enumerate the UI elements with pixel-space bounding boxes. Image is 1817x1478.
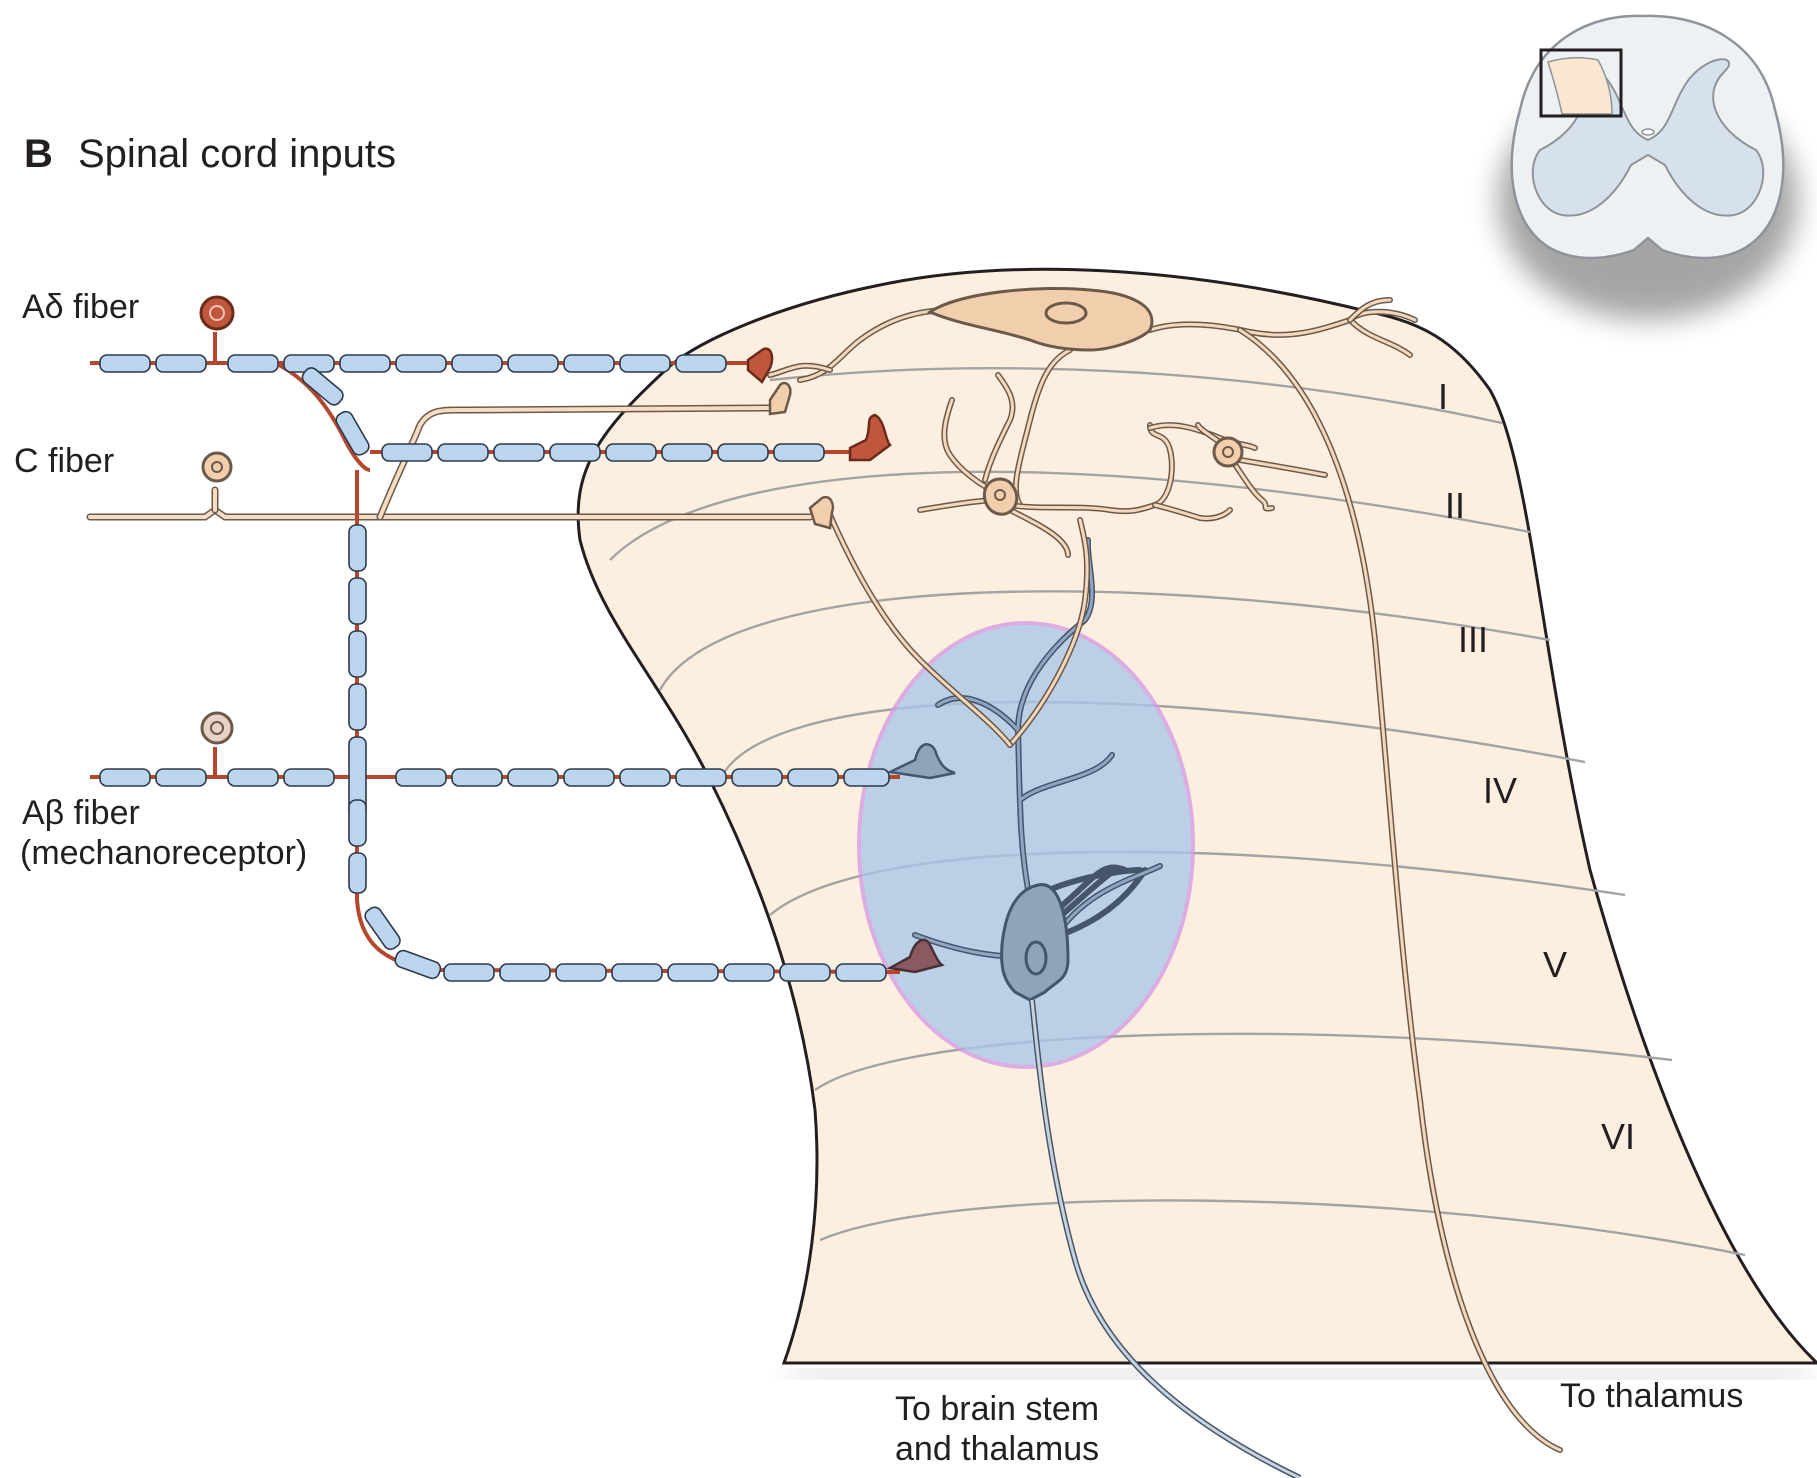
lamina-label-iv: IV — [1483, 770, 1517, 811]
panel-title: Spinal cord inputs — [78, 132, 396, 176]
inset-central-canal — [1642, 129, 1654, 135]
a-delta-fiber-label: Aδ fiber — [22, 288, 139, 326]
c-fiber-cell-body — [203, 453, 231, 481]
thalamus-destination-label: To thalamus — [1560, 1377, 1743, 1415]
c-fiber-label: C fiber — [14, 442, 114, 480]
dorsal-horn — [578, 269, 1817, 1378]
lamina-ii-small-neuron-soma — [1214, 438, 1242, 466]
lamina-ii-interneuron-soma — [984, 479, 1016, 514]
a-beta-fiber-label: Aβ fiber — [22, 794, 140, 832]
a-beta-fiber-sublabel: (mechanoreceptor) — [20, 834, 307, 872]
panel-letter: B — [24, 132, 53, 176]
lamina-label-v: V — [1543, 944, 1567, 985]
a-beta-cell-body — [202, 713, 232, 743]
brainstem-destination-label: To brain stem — [895, 1390, 1099, 1428]
a-delta-cell-body — [201, 297, 233, 329]
inset-cord-outline — [1512, 16, 1783, 258]
lamina-label-i: I — [1438, 376, 1448, 417]
lamina-label-ii: II — [1445, 485, 1465, 526]
spinal-cord-inset — [1498, 16, 1798, 320]
dorsal-horn-outline — [578, 269, 1817, 1363]
lamina-label-iii: III — [1458, 619, 1488, 660]
brainstem-destination-sublabel: and thalamus — [895, 1430, 1099, 1468]
lamina-label-vi: VI — [1601, 1116, 1635, 1157]
